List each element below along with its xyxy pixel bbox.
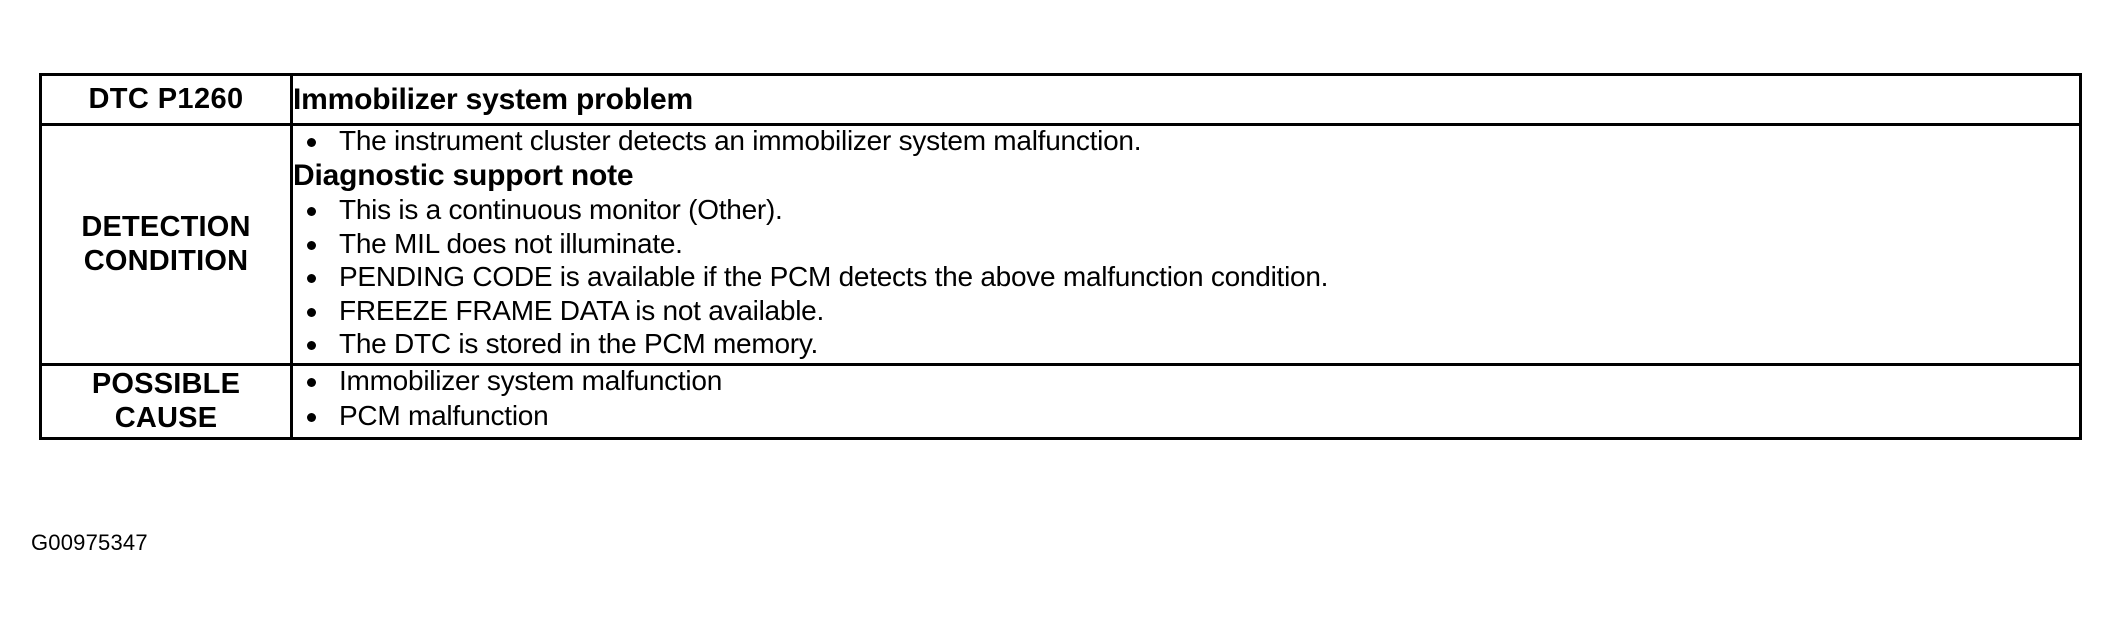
list-item: The DTC is stored in the PCM memory. (293, 328, 2079, 360)
diagnostic-support-note-heading: Diagnostic support note (293, 158, 634, 192)
list-item: This is a continuous monitor (Other). (293, 194, 2079, 226)
dtc-title-cell: Immobilizer system problem (290, 73, 2082, 126)
table-row-possible-cause: POSSIBLE CAUSE Immobilizer system malfun… (39, 362, 2082, 440)
dtc-table: DTC P1260 Immobilizer system problem DET… (39, 73, 2082, 440)
possible-cause-label-cell: POSSIBLE CAUSE (39, 362, 293, 440)
possible-cause-label-line-1: POSSIBLE (91, 367, 241, 400)
list-item: The instrument cluster detects an immobi… (293, 125, 2079, 157)
list-item: PENDING CODE is available if the PCM det… (293, 261, 2079, 293)
bullet-dot-icon (307, 138, 316, 147)
detection-condition-content-cell: The instrument cluster detects an immobi… (290, 123, 2082, 366)
bullet-dot-icon (307, 377, 316, 387)
detection-condition-label-line-2: CONDITION (83, 245, 249, 278)
detection-condition-label-line-1: DETECTION (81, 211, 251, 244)
bullet-dot-icon (307, 413, 316, 423)
figure-id-caption: G00975347 (31, 530, 148, 555)
possible-cause-label-line-2: CAUSE (114, 402, 218, 435)
bullet-dot-icon (307, 307, 316, 317)
list-item: The MIL does not illuminate. (293, 227, 2079, 260)
bullet-dot-icon (307, 207, 316, 217)
dtc-title-text: Immobilizer system problem (293, 82, 693, 116)
list-item: Immobilizer system malfunction (293, 364, 2079, 397)
list-item-text: The instrument cluster detects an immobi… (339, 125, 1142, 156)
list-item-text: The DTC is stored in the PCM memory. (339, 328, 819, 360)
list-item-text: FREEZE FRAME DATA is not available. (339, 294, 825, 326)
possible-cause-content-cell: Immobilizer system malfunction PCM malfu… (290, 362, 2082, 440)
detection-condition-label-cell: DETECTION CONDITION (39, 123, 293, 366)
list-item: FREEZE FRAME DATA is not available. (293, 294, 2079, 327)
list-item-text: Immobilizer system malfunction (339, 364, 723, 396)
list-item-text: PCM malfunction (339, 400, 549, 432)
possible-cause-label: POSSIBLE CAUSE (42, 367, 290, 435)
list-item-text: This is a continuous monitor (Other). (339, 194, 783, 226)
dtc-code-cell: DTC P1260 (39, 73, 293, 126)
list-item-text: PENDING CODE is available if the PCM det… (339, 261, 1329, 293)
list-item-text: The MIL does not illuminate. (339, 227, 683, 259)
table-row-detection-condition: DETECTION CONDITION The instrument clust… (39, 123, 2082, 366)
possible-cause-bullet-list: Immobilizer system malfunction PCM malfu… (293, 364, 2079, 432)
dtc-code-label: DTC P1260 (88, 83, 244, 115)
detection-condition-label: DETECTION CONDITION (42, 210, 290, 278)
detection-intro-bullet-list: The instrument cluster detects an immobi… (293, 125, 2079, 157)
bullet-dot-icon (307, 341, 316, 351)
list-item: PCM malfunction (293, 400, 2079, 432)
bullet-dot-icon (307, 274, 316, 284)
diagnostic-support-note-bullet-list: This is a continuous monitor (Other). Th… (293, 194, 2079, 360)
table-row-dtc-code: DTC P1260 Immobilizer system problem (39, 73, 2082, 126)
bullet-dot-icon (307, 240, 316, 250)
